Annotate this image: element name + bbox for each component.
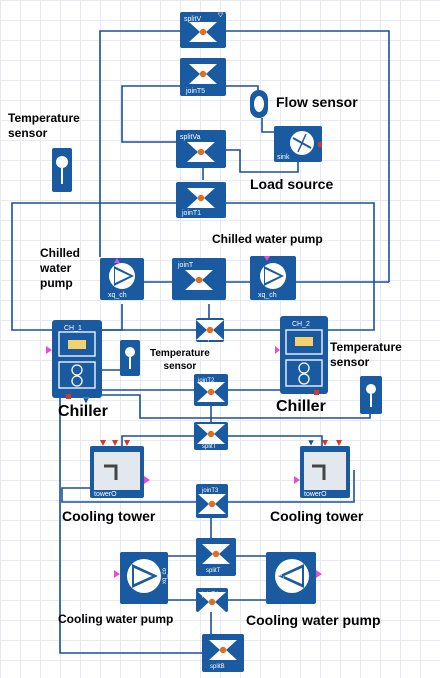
cooling-water-pump-left-block[interactable]: xq_co — [114, 552, 168, 604]
tag-cw-pump-left: xq_co — [162, 567, 168, 584]
label-flow-sensor: Flow sensor — [276, 94, 358, 110]
wire-splitVa-sink — [218, 149, 299, 173]
tag-cw-pump-right: xq_co — [278, 569, 284, 586]
wire-tower1-joinT3 — [61, 487, 196, 503]
split-tee-bottom[interactable]: splitB — [202, 634, 244, 672]
wire-tower2-joinT3 — [228, 470, 355, 503]
label-temperature-sensor-left: Temperature sensor — [8, 111, 80, 140]
chiller-right-block[interactable]: CH_2 — [275, 316, 328, 395]
label-temperature-sensor-mid: Temperature sensor — [150, 348, 210, 372]
tag-join-t1: joinT1 — [181, 210, 201, 217]
wire-joinT1-left — [11, 202, 190, 331]
temperature-sensor-right-block[interactable] — [360, 376, 382, 414]
wire-splitT-tower2 — [228, 435, 323, 446]
split-valve-a[interactable]: splitVa — [176, 130, 226, 168]
split-small-mid[interactable]: splitS — [196, 318, 224, 342]
split-tee-cooling[interactable]: splitT — [194, 422, 228, 450]
connection-lines — [11, 30, 390, 654]
label-chiller-right: Chiller — [276, 398, 326, 415]
wire-chiller-bottom — [59, 398, 204, 654]
label-chilled-water-pump-left: Chilled water pump — [40, 246, 81, 290]
wire-pumpL-chiller — [102, 304, 123, 331]
wire-splitV-right — [218, 30, 390, 282]
flow-sensor-block[interactable] — [250, 90, 268, 118]
join-tee-2[interactable]: joinT2 — [194, 374, 228, 406]
label-cooling-tower-left: Cooling tower — [62, 508, 156, 524]
tag-split-b: splitB — [210, 664, 225, 670]
tag-join-t: joinT — [177, 262, 194, 269]
wire-joinT5-splitVa — [121, 85, 203, 143]
tag-split-t: splitT — [202, 444, 217, 450]
chilled-water-pump-right-block[interactable]: xq_ch — [250, 256, 296, 300]
chiller-left-block[interactable]: CH_1 — [46, 320, 102, 405]
split-valve-top[interactable]: splitV — [180, 12, 226, 48]
temperature-sensor-left-block[interactable] — [52, 148, 72, 192]
label-chiller-left: Chiller — [58, 403, 108, 420]
label-cooling-tower-right: Cooling tower — [270, 508, 364, 524]
wire-splitT-tower1 — [121, 435, 194, 446]
label-cooling-water-pump-right: Cooling water pump — [246, 612, 381, 628]
cooling-tower-right-block[interactable]: towerO — [294, 439, 350, 498]
label-cooling-water-pump-left: Cooling water pump — [58, 612, 174, 626]
tag-join-t3: joinT3 — [201, 488, 219, 494]
tag-split-v: splitV — [184, 16, 201, 23]
cooling-water-pump-right-block[interactable]: xq_co — [266, 552, 322, 604]
wire-joinT1-right — [218, 202, 375, 331]
tag-split-va: splitVa — [180, 134, 201, 141]
tag-tower1: towerO — [94, 491, 117, 498]
join-tee-5[interactable]: joinT5 — [180, 58, 226, 96]
tag-xq-ch-right: xq_ch — [258, 292, 277, 299]
load-source-sink[interactable]: sink — [274, 126, 322, 162]
tag-join-t2: joinT2 — [197, 378, 215, 384]
tag-ch1: CH_1 — [64, 325, 82, 332]
tag-tower2: towerO — [304, 491, 327, 498]
tag-split-s: splitS — [205, 336, 220, 342]
tag-xq-ch-left: xq_ch — [108, 292, 127, 299]
wire-splitV-left — [99, 30, 203, 257]
chilled-water-pump-left-block[interactable]: xq_ch — [100, 258, 144, 300]
label-chilled-water-pump-top: Chilled water pump — [212, 232, 323, 246]
tag-split-t2: splitT — [206, 568, 221, 574]
split-tee-pumps[interactable]: splitT — [196, 538, 236, 576]
temperature-sensor-mid-block[interactable] — [120, 340, 140, 376]
label-temperature-sensor-right: Temperature sensor — [330, 340, 402, 369]
join-tee-4[interactable]: joinT4 — [196, 588, 228, 612]
label-load-source: Load source — [250, 176, 334, 192]
tag-join-t5: joinT5 — [185, 88, 205, 95]
join-tee-chilled[interactable]: joinT — [172, 258, 226, 300]
tag-sink: sink — [277, 154, 290, 161]
tag-ch2: CH_2 — [292, 321, 310, 328]
tag-join-t4: joinT4 — [201, 592, 219, 598]
wire-chiller-sensor2 — [102, 394, 371, 419]
join-tee-3[interactable]: joinT3 — [196, 484, 228, 518]
join-tee-1[interactable]: joinT1 — [176, 182, 226, 218]
cooling-tower-left-block[interactable]: towerO — [90, 440, 150, 498]
